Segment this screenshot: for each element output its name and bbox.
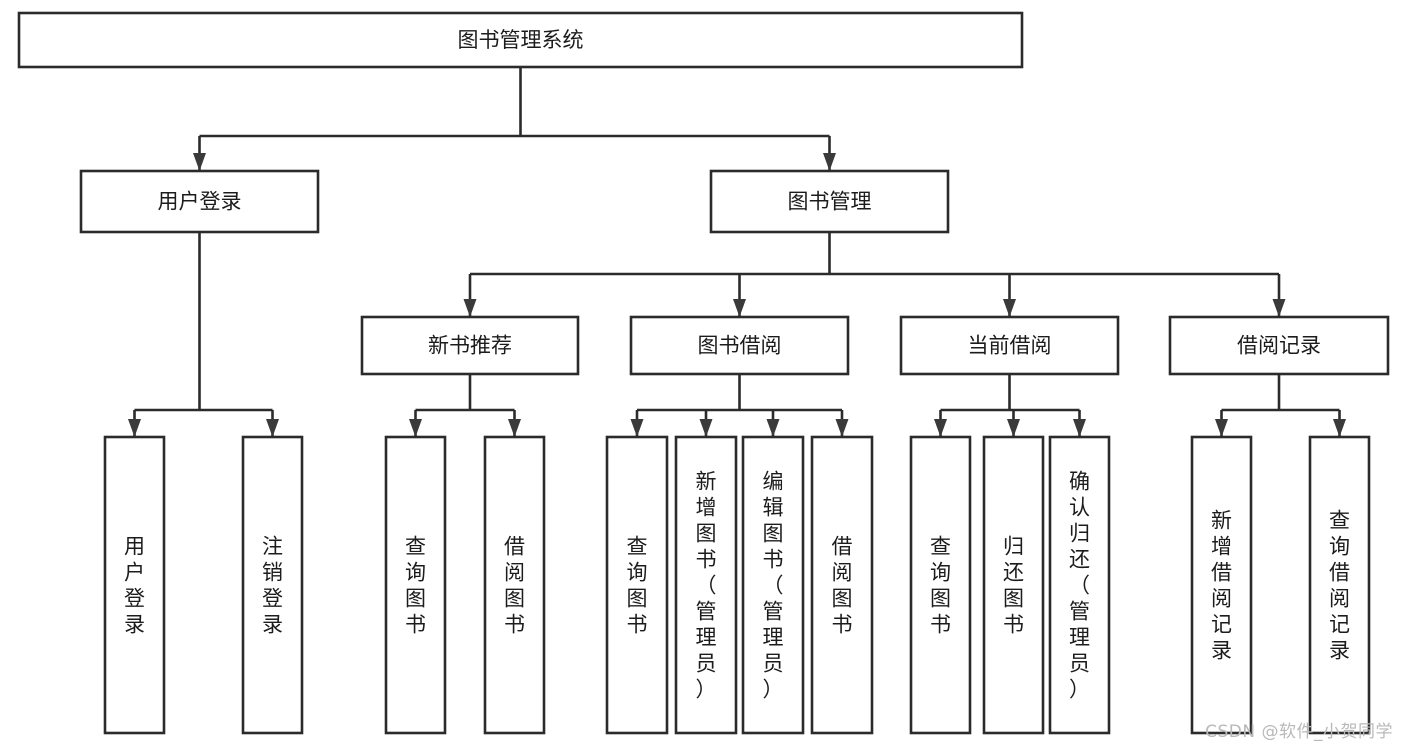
node-label-leaf-borrow-book-bb: 借阅图书 [832, 534, 853, 636]
node-leaf-add-book[interactable]: 新增图书（管理员） [674, 435, 738, 735]
node-label-new-book-rec: 新书推荐 [428, 334, 512, 358]
node-box-leaf-add-record [1190, 435, 1253, 735]
node-root[interactable]: 图书管理系统 [17, 11, 1024, 69]
node-label-leaf-query-book-bb: 查询图书 [627, 534, 648, 636]
node-label-book-manage: 图书管理 [788, 190, 872, 214]
node-box-leaf-user-login [103, 435, 166, 735]
csdn-watermark: CSDN @软件_小贺同学 [1205, 722, 1393, 742]
node-label-leaf-edit-book: 编辑图书（管理员） [763, 469, 784, 701]
node-box-leaf-borrow-book-bb [810, 435, 874, 735]
arrow-head-icon [823, 153, 836, 171]
node-box-leaf-edit-book [741, 435, 805, 735]
node-label-borrow-record: 借阅记录 [1237, 334, 1321, 358]
edge-group-from-new-book-rec [409, 374, 521, 437]
node-box-leaf-logout [241, 435, 304, 735]
node-box-borrow-record [1168, 315, 1390, 376]
arrow-head-icon [1073, 419, 1086, 437]
arrow-head-icon [699, 419, 713, 437]
node-label-current-borrow: 当前借阅 [968, 334, 1052, 358]
node-label-leaf-query-record: 查询借阅记录 [1329, 508, 1350, 662]
node-leaf-edit-book[interactable]: 编辑图书（管理员） [741, 435, 805, 735]
node-leaf-add-record[interactable]: 新增借阅记录 [1190, 435, 1253, 735]
node-box-current-borrow [899, 315, 1120, 376]
arrow-head-icon [266, 419, 279, 437]
node-leaf-borrow-book-rec[interactable]: 借阅图书 [483, 435, 546, 735]
node-current-borrow[interactable]: 当前借阅 [899, 315, 1120, 376]
node-leaf-query-book-rec[interactable]: 查询图书 [384, 435, 447, 735]
node-label-book-borrow: 图书借阅 [698, 334, 782, 358]
node-box-leaf-return-book [982, 435, 1045, 735]
node-box-leaf-query-book-bb [605, 435, 669, 735]
node-box-leaf-query-record [1308, 435, 1371, 735]
arrow-head-icon [733, 299, 746, 317]
arrow-head-icon [766, 419, 780, 437]
node-leaf-confirm-return[interactable]: 确认归还（管理员） [1048, 435, 1111, 735]
node-leaf-borrow-book-bb[interactable]: 借阅图书 [810, 435, 874, 735]
node-box-book-borrow [629, 315, 850, 376]
node-label-leaf-return-book: 归还图书 [1003, 534, 1024, 636]
arrow-head-icon [463, 299, 477, 317]
node-borrow-record[interactable]: 借阅记录 [1168, 315, 1390, 376]
node-leaf-logout[interactable]: 注销登录 [241, 435, 304, 735]
node-label-user-login: 用户登录 [158, 190, 242, 214]
node-box-leaf-confirm-return [1048, 435, 1111, 735]
node-box-user-login [79, 169, 320, 234]
arrow-head-icon [508, 419, 521, 437]
arrow-head-icon [1215, 419, 1228, 437]
arrow-head-icon [630, 419, 644, 437]
node-leaf-query-record[interactable]: 查询借阅记录 [1308, 435, 1371, 735]
node-leaf-query-book-bb[interactable]: 查询图书 [605, 435, 669, 735]
arrow-head-icon [1333, 419, 1346, 437]
edge-group-from-user-login [128, 232, 279, 437]
node-label-leaf-query-book-cb: 查询图书 [930, 534, 951, 636]
node-label-leaf-user-login: 用户登录 [124, 534, 145, 636]
node-label-leaf-add-book: 新增图书（管理员） [696, 469, 717, 701]
node-leaf-user-login[interactable]: 用户登录 [103, 435, 166, 735]
arrow-head-icon [193, 153, 206, 171]
node-label-root: 图书管理系统 [458, 28, 584, 52]
arrow-head-icon [835, 419, 849, 437]
edge-group-from-current-borrow [934, 374, 1086, 437]
node-box-root [17, 11, 1024, 69]
edge-group-from-borrow-record [1215, 374, 1346, 437]
node-user-login[interactable]: 用户登录 [79, 169, 320, 234]
nodes-layer: 图书管理系统用户登录图书管理新书推荐图书借阅当前借阅借阅记录用户登录注销登录查询… [17, 11, 1390, 735]
node-label-leaf-logout: 注销登录 [262, 534, 283, 636]
node-box-leaf-query-book-cb [909, 435, 972, 735]
node-label-leaf-confirm-return: 确认归还（管理员） [1069, 469, 1090, 701]
arrow-head-icon [128, 419, 141, 437]
node-box-new-book-rec [360, 315, 580, 376]
node-box-leaf-borrow-book-rec [483, 435, 546, 735]
edge-group-from-book-manage [463, 232, 1286, 317]
edge-group-from-root [193, 67, 836, 171]
node-leaf-return-book[interactable]: 归还图书 [982, 435, 1045, 735]
node-label-leaf-borrow-book-rec: 借阅图书 [504, 534, 525, 636]
node-box-leaf-add-book [674, 435, 738, 735]
node-book-manage[interactable]: 图书管理 [709, 169, 950, 234]
node-new-book-rec[interactable]: 新书推荐 [360, 315, 580, 376]
arrow-head-icon [1007, 419, 1020, 437]
arrow-head-icon [1272, 299, 1286, 317]
node-label-leaf-add-record: 新增借阅记录 [1211, 508, 1232, 662]
node-box-book-manage [709, 169, 950, 234]
node-label-leaf-query-book-rec: 查询图书 [405, 534, 426, 636]
arrow-head-icon [1003, 299, 1016, 317]
arrow-head-icon [934, 419, 947, 437]
node-book-borrow[interactable]: 图书借阅 [629, 315, 850, 376]
arrow-head-icon [409, 419, 422, 437]
node-leaf-query-book-cb[interactable]: 查询图书 [909, 435, 972, 735]
node-box-leaf-query-book-rec [384, 435, 447, 735]
edge-group-from-book-borrow [630, 374, 849, 437]
edges-layer [128, 67, 1346, 437]
